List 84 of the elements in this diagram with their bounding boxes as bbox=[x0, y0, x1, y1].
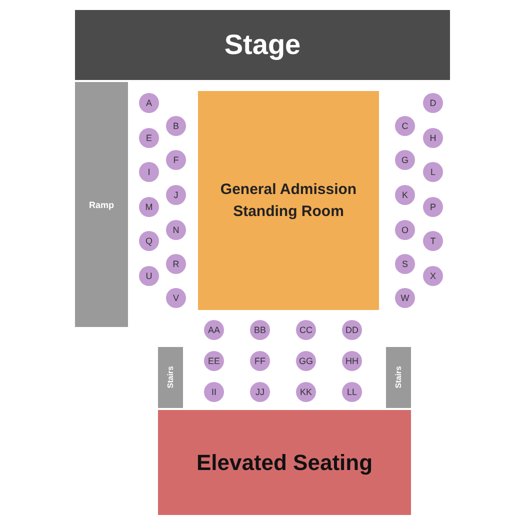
table-marker bbox=[423, 128, 443, 148]
table-marker bbox=[139, 93, 159, 113]
table-marker bbox=[395, 220, 415, 240]
table-label: N bbox=[172, 225, 180, 235]
table-marker bbox=[342, 320, 362, 340]
table-marker bbox=[250, 351, 270, 371]
stairs-label: Stairs bbox=[166, 366, 175, 389]
table-label: W bbox=[400, 293, 410, 303]
table-marker bbox=[395, 288, 415, 308]
table-marker bbox=[423, 162, 443, 182]
table-marker bbox=[250, 382, 270, 402]
seating-area bbox=[158, 410, 411, 515]
table-marker bbox=[250, 320, 270, 340]
table-label: BB bbox=[254, 325, 266, 335]
table-marker bbox=[139, 128, 159, 148]
stairs-label: Stairs bbox=[394, 366, 403, 389]
table-label: CC bbox=[300, 325, 312, 335]
table-marker bbox=[204, 382, 224, 402]
table-marker bbox=[166, 116, 186, 136]
table-label: V bbox=[172, 293, 179, 303]
table-marker bbox=[296, 320, 316, 340]
table-marker bbox=[423, 197, 443, 217]
table-marker bbox=[395, 185, 415, 205]
table-label: A bbox=[146, 98, 152, 108]
table-marker bbox=[139, 266, 159, 286]
stage-label: Stage bbox=[224, 29, 301, 61]
table-marker bbox=[423, 231, 443, 251]
table-marker bbox=[204, 351, 224, 371]
table-label: GG bbox=[298, 356, 313, 366]
table-marker bbox=[166, 220, 186, 240]
table-label: EE bbox=[208, 356, 220, 366]
table-label: K bbox=[402, 190, 408, 200]
table-marker bbox=[166, 254, 186, 274]
table-label: J bbox=[174, 190, 178, 200]
table-label: R bbox=[172, 259, 180, 269]
table-marker bbox=[342, 351, 362, 371]
table-label: G bbox=[401, 155, 408, 165]
stairs-area bbox=[386, 347, 411, 408]
table-label: X bbox=[430, 271, 436, 281]
table-marker bbox=[342, 382, 362, 402]
table-marker bbox=[296, 382, 316, 402]
table-marker bbox=[166, 150, 186, 170]
seating-label: Elevated Seating bbox=[196, 450, 373, 476]
table-label: U bbox=[146, 271, 152, 281]
table-marker bbox=[296, 351, 316, 371]
table-label: Q bbox=[145, 236, 152, 246]
table-marker bbox=[395, 116, 415, 136]
table-label: S bbox=[402, 259, 408, 269]
table-label: T bbox=[430, 236, 436, 246]
ramp-area bbox=[75, 82, 128, 327]
table-label: M bbox=[145, 202, 153, 212]
table-label: E bbox=[146, 133, 152, 143]
table-marker bbox=[423, 266, 443, 286]
table-marker bbox=[166, 185, 186, 205]
table-marker bbox=[139, 231, 159, 251]
table-marker bbox=[139, 162, 159, 182]
table-label: AA bbox=[208, 325, 220, 335]
table-label: O bbox=[401, 225, 408, 235]
table-label: KK bbox=[300, 387, 312, 397]
ramp-label: Ramp bbox=[88, 200, 114, 210]
table-marker bbox=[139, 197, 159, 217]
table-label: H bbox=[430, 133, 436, 143]
area-label: General Admission Standing Room bbox=[219, 180, 358, 222]
table-label: FF bbox=[254, 356, 266, 366]
table-label: L bbox=[430, 167, 436, 177]
stairs-area bbox=[158, 347, 183, 408]
table-label: HH bbox=[346, 356, 358, 366]
table-label: LL bbox=[346, 387, 357, 397]
stage-area bbox=[75, 10, 450, 80]
table-marker bbox=[395, 254, 415, 274]
table-label: C bbox=[402, 121, 408, 131]
table-label: P bbox=[430, 202, 436, 212]
table-label: D bbox=[430, 98, 436, 108]
table-label: DD bbox=[346, 325, 358, 335]
table-label: I bbox=[148, 167, 150, 177]
table-label: JJ bbox=[256, 387, 264, 397]
table-marker bbox=[423, 93, 443, 113]
table-marker bbox=[204, 320, 224, 340]
table-label: B bbox=[172, 121, 179, 131]
table-marker bbox=[395, 150, 415, 170]
table-label: II bbox=[211, 387, 216, 397]
table-marker bbox=[166, 288, 186, 308]
standing-area bbox=[198, 91, 379, 310]
table-label: F bbox=[173, 155, 179, 165]
